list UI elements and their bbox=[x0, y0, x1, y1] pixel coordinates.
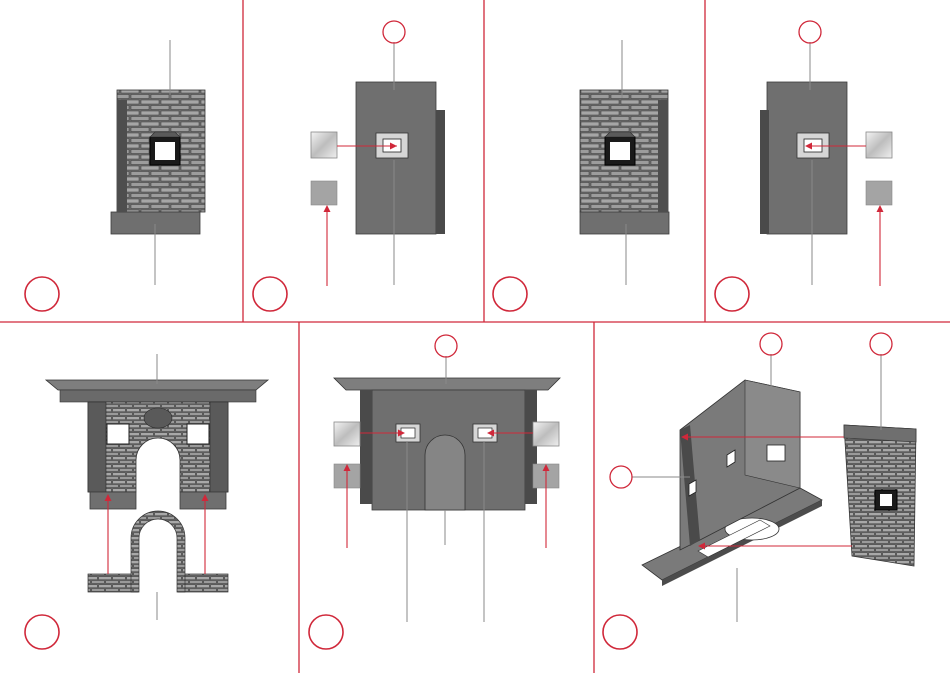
window-glazing bbox=[311, 132, 337, 158]
inner-wall-plate bbox=[334, 378, 560, 510]
window-glazing bbox=[533, 422, 559, 446]
brick-wall-panel bbox=[844, 425, 916, 566]
brick-wall-panel bbox=[111, 90, 205, 234]
inner-wall-plate bbox=[760, 82, 847, 234]
brick-wall-panel bbox=[580, 90, 669, 234]
window-frame bbox=[311, 181, 337, 205]
window-frame bbox=[866, 181, 892, 205]
inner-wall-plate bbox=[356, 82, 445, 234]
window-glazing bbox=[866, 132, 892, 158]
window-glazing bbox=[334, 422, 360, 446]
